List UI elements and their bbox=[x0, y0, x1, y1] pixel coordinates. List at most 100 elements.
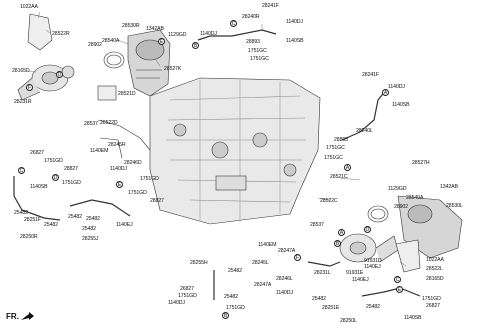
part-label: 91931D bbox=[364, 258, 382, 264]
ref-marker-b: B bbox=[334, 240, 341, 247]
ref-marker-e: E bbox=[158, 38, 165, 45]
part-label: 1751GC bbox=[326, 145, 345, 151]
part-label: 28902 bbox=[88, 42, 102, 48]
part-label: 28540A bbox=[102, 38, 120, 44]
part-label: 28902 bbox=[394, 204, 408, 210]
part-label: 1140DJ bbox=[168, 300, 185, 306]
part-label: 1751GC bbox=[324, 155, 343, 161]
part-label: 1140DJ bbox=[200, 31, 217, 37]
part-label: 28241F bbox=[262, 3, 279, 9]
part-label: 28522C bbox=[320, 198, 338, 204]
part-label: 26827 bbox=[426, 303, 440, 309]
part-label: 1140EJ bbox=[364, 264, 381, 270]
part-label: 28165D bbox=[426, 276, 444, 282]
coolant-pipe-right-2 bbox=[361, 287, 421, 297]
part-label: 28240L bbox=[356, 128, 373, 134]
part-label: 1140DJ bbox=[276, 290, 293, 296]
ref-marker-d: D bbox=[52, 174, 59, 181]
ref-marker-b: B bbox=[192, 42, 199, 49]
part-label: 1140EJ bbox=[116, 222, 133, 228]
part-label: 28827 bbox=[64, 166, 78, 172]
part-label: 28231L bbox=[314, 270, 331, 276]
part-label: 28540A bbox=[406, 195, 424, 201]
ref-marker-a: A bbox=[382, 89, 389, 96]
ref-marker-c: C bbox=[230, 20, 237, 27]
ref-marker-f: F bbox=[294, 254, 301, 261]
part-label: 28245L bbox=[252, 260, 269, 266]
part-label: 25482 bbox=[44, 222, 58, 228]
gasket-plate-left bbox=[97, 85, 117, 101]
part-label: 28251F bbox=[24, 217, 41, 223]
part-label: 1751GD bbox=[62, 180, 81, 186]
part-label: 1140SB bbox=[392, 102, 410, 108]
coolant-pipe-left-2 bbox=[69, 199, 131, 217]
part-label: 28522R bbox=[52, 31, 70, 37]
part-label: 28231R bbox=[14, 99, 32, 105]
part-label: 25482 bbox=[82, 226, 96, 232]
ref-marker-b: B bbox=[222, 312, 229, 319]
part-label: 25482 bbox=[14, 210, 28, 216]
ref-marker-e: E bbox=[116, 181, 123, 188]
part-label: 25482 bbox=[86, 216, 100, 222]
part-label: 1140SB bbox=[404, 315, 422, 321]
part-label: 25482 bbox=[312, 296, 326, 302]
part-label: 1022AA bbox=[20, 4, 38, 10]
part-label: 28247A bbox=[254, 282, 272, 288]
part-label: 28530R bbox=[122, 23, 140, 29]
part-label: 28247A bbox=[278, 248, 296, 254]
heat-shield-left bbox=[27, 13, 53, 51]
oil-return-pipe-top bbox=[197, 29, 277, 41]
front-direction-label: FR. bbox=[6, 312, 19, 321]
part-label: 1751GD bbox=[44, 158, 63, 164]
part-label: 28250L bbox=[340, 318, 357, 324]
engine-block bbox=[149, 77, 321, 225]
part-label: 28251E bbox=[322, 305, 340, 311]
part-label: 1751GC bbox=[248, 48, 267, 54]
part-label: 1342AB bbox=[440, 184, 458, 190]
ref-marker-d: D bbox=[364, 226, 371, 233]
part-label: 1140EJ bbox=[352, 277, 369, 283]
part-label: 1140EM bbox=[90, 148, 109, 154]
part-label: 1342AB bbox=[146, 26, 164, 32]
part-label: 1022AA bbox=[426, 257, 444, 263]
ref-marker-a: A bbox=[338, 229, 345, 236]
part-label: 28893 bbox=[246, 39, 260, 45]
part-label: 1751GD bbox=[140, 176, 159, 182]
part-label: 1140EM bbox=[258, 242, 277, 248]
part-label: 28240R bbox=[242, 14, 260, 20]
part-label: 28522D bbox=[100, 120, 118, 126]
part-label: 1140DJ bbox=[388, 84, 405, 90]
part-label: 28241F bbox=[362, 72, 379, 78]
ref-marker-c: C bbox=[18, 167, 25, 174]
ref-marker-e: E bbox=[396, 286, 403, 293]
part-label: 28255J bbox=[82, 236, 99, 242]
part-label: 1129GD bbox=[168, 32, 187, 38]
heat-shield-right bbox=[395, 239, 421, 273]
part-label: 1140SB bbox=[30, 184, 48, 190]
part-label: 28246D bbox=[124, 160, 142, 166]
part-label: 1751GD bbox=[226, 305, 245, 311]
part-label: 28537 bbox=[84, 121, 98, 127]
part-label: 25482 bbox=[228, 268, 242, 274]
part-label: 1751GD bbox=[178, 293, 197, 299]
catalytic-converter-right-top bbox=[127, 29, 171, 97]
part-label: 28521D bbox=[118, 91, 136, 97]
part-label: 28522L bbox=[426, 266, 443, 272]
part-label: 28527K bbox=[164, 66, 182, 72]
part-label: 26827 bbox=[30, 150, 44, 156]
part-label: 25482 bbox=[68, 214, 82, 220]
part-label: 28527H bbox=[412, 160, 430, 166]
ref-marker-d: D bbox=[56, 71, 63, 78]
part-label: 1129GD bbox=[388, 186, 407, 192]
gasket-ring-upper bbox=[103, 51, 125, 69]
part-label: 28245R bbox=[108, 142, 126, 148]
coolant-pipe-right bbox=[307, 261, 341, 267]
part-label: 28537 bbox=[310, 222, 324, 228]
gasket-ring-lower bbox=[367, 205, 389, 223]
part-label: 1751GC bbox=[250, 56, 269, 62]
ref-marker-c: C bbox=[394, 276, 401, 283]
part-label: 28255H bbox=[190, 260, 208, 266]
ref-marker-f: F bbox=[26, 84, 33, 91]
